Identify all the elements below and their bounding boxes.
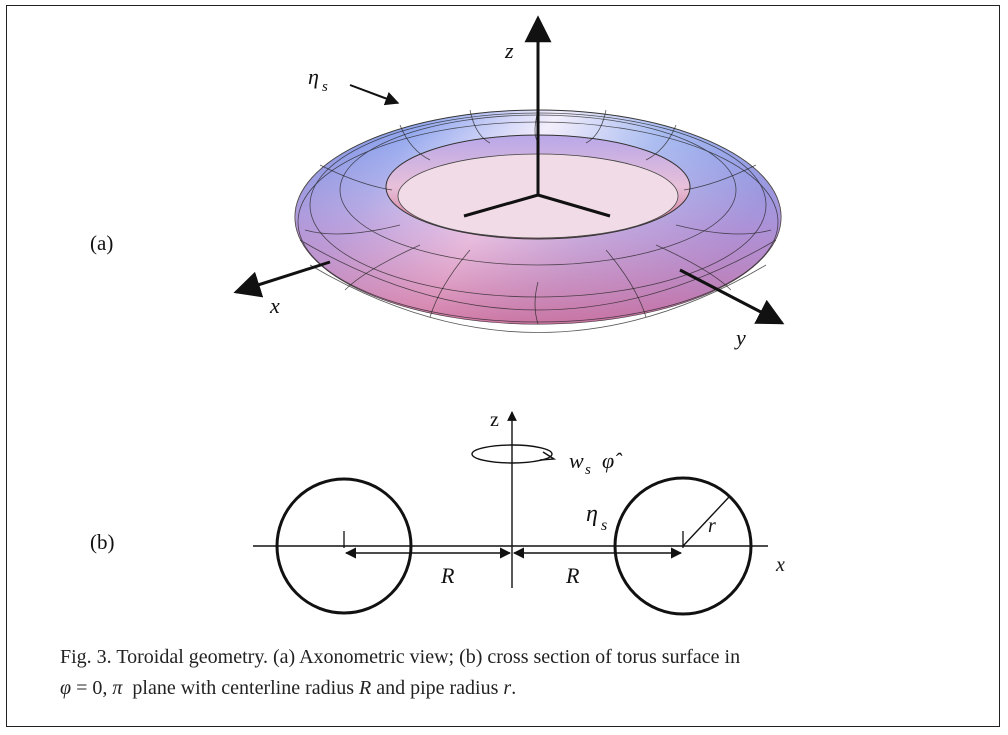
axes-3d (233, 15, 785, 325)
svg-text:φ̂: φ̂ (602, 448, 623, 473)
panel-a-label: (a) (90, 231, 114, 255)
torus-3d (294, 109, 782, 333)
svg-text:η: η (308, 64, 319, 89)
panel-b-label: (b) (90, 530, 115, 554)
right-circle (613, 476, 753, 616)
pipe-radius-label: r (708, 515, 716, 537)
caption-line-2: φ = 0, π plane with centerline radius R … (60, 677, 517, 699)
caption-line-1: Fig. 3. Toroidal geometry. (a) Axonometr… (60, 646, 741, 668)
svg-text:s: s (601, 517, 607, 534)
rotation-label: w s φ̂ (569, 448, 623, 478)
axis-x-label-3d: x (269, 293, 280, 318)
rotation-arrow (471, 444, 553, 464)
eta-pointer-arrow (349, 84, 400, 106)
figure-caption: Fig. 3. Toroidal geometry. (a) Axonometr… (60, 642, 1000, 704)
axis-y-label-3d: y (734, 325, 746, 350)
radius-R-left-label: R (440, 563, 455, 588)
cross-section (253, 411, 768, 616)
eta-s-label-3d: η s (308, 64, 328, 95)
eta-s-label-2d: η s (586, 501, 607, 534)
left-circle (275, 477, 413, 615)
axis-z-label-2d: z (490, 409, 499, 431)
svg-text:s: s (585, 462, 591, 478)
axis-z-label-3d: z (504, 38, 514, 63)
svg-text:w: w (569, 448, 584, 473)
svg-text:s: s (322, 79, 328, 95)
pipe-radius-line (682, 496, 730, 547)
axis-x-label-2d: x (775, 554, 785, 576)
radius-R-right-label: R (565, 563, 580, 588)
svg-text:η: η (586, 501, 598, 527)
